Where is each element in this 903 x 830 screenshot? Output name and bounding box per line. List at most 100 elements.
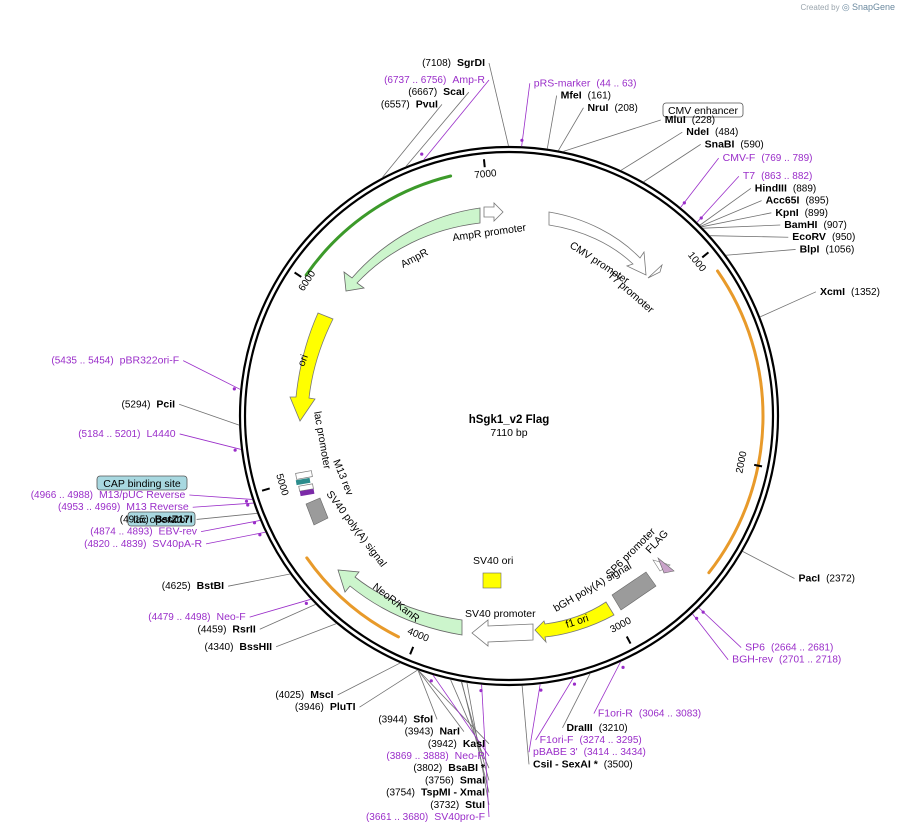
site-bstz17i[interactable]: (4915)BstZ17I xyxy=(120,513,193,525)
feature-bgh-polya[interactable] xyxy=(611,571,657,611)
primer-leader xyxy=(680,157,719,208)
tick-label: 5000 xyxy=(273,473,290,498)
site-xcmi[interactable]: XcmI(1352) xyxy=(820,286,880,298)
site-stui[interactable]: (3732)StuI xyxy=(430,799,485,811)
primer-pbabe-3-[interactable]: pBABE 3'(3414 .. 3434) xyxy=(533,746,646,758)
site-tspmi-xmai[interactable]: (3754)TspMI - XmaI xyxy=(386,787,485,799)
site-bsshii[interactable]: (4340)BssHII xyxy=(205,641,273,653)
feature-lac-promoter[interactable] xyxy=(295,470,313,480)
primer-t7[interactable]: T7(863 .. 882) xyxy=(743,170,812,182)
label-name: XcmI xyxy=(820,286,845,298)
label-name: T7 xyxy=(743,170,755,182)
site-leader xyxy=(359,669,418,708)
site-pluti[interactable]: (3946)PluTI xyxy=(295,701,356,713)
feature-neor[interactable] xyxy=(337,569,463,636)
primer-l4440[interactable]: (5184 .. 5201)L4440 xyxy=(78,428,176,440)
primer-mark xyxy=(695,616,699,620)
site-csii-sexai-[interactable]: CsiI - SexAI *(3500) xyxy=(533,758,633,770)
primer-ebv-rev[interactable]: (4874 .. 4893)EBV-rev xyxy=(90,526,198,538)
label-position: (3210) xyxy=(599,723,628,734)
label-name: PacI xyxy=(798,573,820,585)
label-name: MscI xyxy=(310,689,333,701)
feature-cmv-promoter[interactable] xyxy=(548,211,647,276)
primer-sv40pa-r[interactable]: (4820 .. 4839)SV40pA-R xyxy=(84,538,202,550)
site-pcii[interactable]: (5294)PciI xyxy=(122,398,176,410)
site-leader xyxy=(417,670,465,732)
site-leader xyxy=(337,662,401,696)
site-blpi[interactable]: BlpI(1056) xyxy=(800,243,855,255)
primer-mark xyxy=(252,521,257,525)
feature-t7-promoter[interactable] xyxy=(647,263,663,279)
site-draiii[interactable]: DraIII (3210) xyxy=(566,722,627,734)
site-msci[interactable]: (4025)MscI xyxy=(275,689,333,701)
site-kpni[interactable]: KpnI(899) xyxy=(775,207,828,219)
site-nari[interactable]: (3943)NarI xyxy=(405,726,460,738)
primer-sp6[interactable]: SP6(2664 .. 2681) xyxy=(745,642,833,654)
tick-mark xyxy=(482,159,486,168)
site-sgrdi[interactable]: (7108) SgrDI xyxy=(422,57,485,69)
site-kasi[interactable]: (3942)KasI xyxy=(428,738,485,750)
label-name: CsiI - SexAI * xyxy=(533,758,599,770)
primer-bgh-rev[interactable]: BGH-rev(2701 .. 2718) xyxy=(732,654,841,666)
feature-lac-operator[interactable] xyxy=(299,488,315,497)
feature-cap-site[interactable] xyxy=(295,477,311,486)
feature-sv40-promoter[interactable] xyxy=(471,619,534,647)
primer-mark xyxy=(682,201,686,205)
feature-amp-promoter[interactable] xyxy=(483,202,504,222)
site-nrui[interactable]: NruI(208) xyxy=(587,102,637,114)
feature-ampr[interactable] xyxy=(343,207,481,292)
site-ecorv[interactable]: EcoRV(950) xyxy=(792,231,855,243)
boxed-cmv-enhancer[interactable]: CMV enhancer xyxy=(662,102,744,118)
site-paci[interactable]: PacI(2372) xyxy=(798,573,855,585)
site-snabi[interactable]: SnaBI(590) xyxy=(705,138,764,150)
credit-brand: SnapGene xyxy=(851,2,895,12)
label-name: DraIII xyxy=(566,722,592,734)
feature-ori[interactable] xyxy=(289,312,334,422)
site-ndei[interactable]: NdeI(484) xyxy=(686,126,738,138)
primer-prs-marker[interactable]: pRS-marker(44 .. 63) xyxy=(534,77,637,89)
primer-amp-r[interactable]: (6737 .. 6756)Amp-R xyxy=(384,74,485,86)
boxed-lac-operator[interactable]: lac operator xyxy=(127,511,196,527)
site-sfoi[interactable]: (3944)SfoI xyxy=(378,713,433,725)
label-position: (7108) xyxy=(422,58,451,69)
primer-m13-reverse[interactable]: (4953 .. 4969)M13 Reverse xyxy=(58,501,189,513)
site-mfei[interactable]: MfeI(161) xyxy=(561,90,611,102)
primer-mark xyxy=(520,138,524,142)
label-position: (44 .. 63) xyxy=(596,78,636,89)
label-position: (3802) xyxy=(413,763,442,774)
label-position: (899) xyxy=(805,208,828,219)
feature-sv40-polya[interactable] xyxy=(305,497,329,526)
primer-m13-puc-reverse[interactable]: (4966 .. 4988)M13/pUC Reverse xyxy=(31,489,186,501)
label-position: (484) xyxy=(715,127,738,138)
site-acc65i[interactable]: Acc65I(895) xyxy=(766,195,829,207)
label-position: (2664 .. 2681) xyxy=(771,643,833,654)
site-mlui[interactable]: MluI(228) xyxy=(665,114,715,126)
site-rsrii[interactable]: (4459)RsrII xyxy=(198,623,256,635)
feature-sv40-ori[interactable] xyxy=(482,572,502,589)
feature-f1-ori[interactable] xyxy=(534,601,615,644)
primer-neo-r[interactable]: (3869 .. 3888)Neo-R xyxy=(386,750,485,762)
primer-f1ori-r[interactable]: F1ori-R(3064 .. 3083) xyxy=(598,708,701,720)
primer-cmv-f[interactable]: CMV-F(769 .. 789) xyxy=(723,152,813,164)
site-hindiii[interactable]: HindIII(889) xyxy=(755,182,816,194)
site-leader xyxy=(228,573,291,587)
tick-label: 4000 xyxy=(406,626,431,645)
label-name: NarI xyxy=(439,726,460,738)
site-scai[interactable]: (6667)ScaI xyxy=(408,86,465,98)
site-bstbi[interactable]: (4625)BstBI xyxy=(162,580,224,592)
label-name: M13/pUC Reverse xyxy=(99,489,186,501)
site-bsabi-[interactable]: (3802)BsaBI * xyxy=(413,762,486,774)
label-position: (4820 .. 4839) xyxy=(84,539,146,550)
feature-m13-rev[interactable] xyxy=(298,483,314,492)
site-smai[interactable]: (3756)SmaI xyxy=(425,774,485,786)
primer-f1ori-f[interactable]: F1ori-F(3274 .. 3295) xyxy=(540,734,642,746)
label-name: SgrDI xyxy=(457,57,485,69)
primer-sv40pro-f[interactable]: (3661 .. 3680)SV40pro-F xyxy=(366,811,485,823)
primer-neo-f[interactable]: (4479 .. 4498)Neo-F xyxy=(148,611,245,623)
site-pvui[interactable]: (6557)PvuI xyxy=(381,98,438,110)
primer-pbr322ori-f[interactable]: (5435 .. 5454)pBR322ori-F xyxy=(51,355,179,367)
feature-flag[interactable] xyxy=(657,557,675,574)
site-leader xyxy=(562,119,661,152)
boxed-cap-binding-site[interactable]: CAP binding site xyxy=(96,475,188,491)
site-bamhi[interactable]: BamHI(907) xyxy=(784,219,847,231)
